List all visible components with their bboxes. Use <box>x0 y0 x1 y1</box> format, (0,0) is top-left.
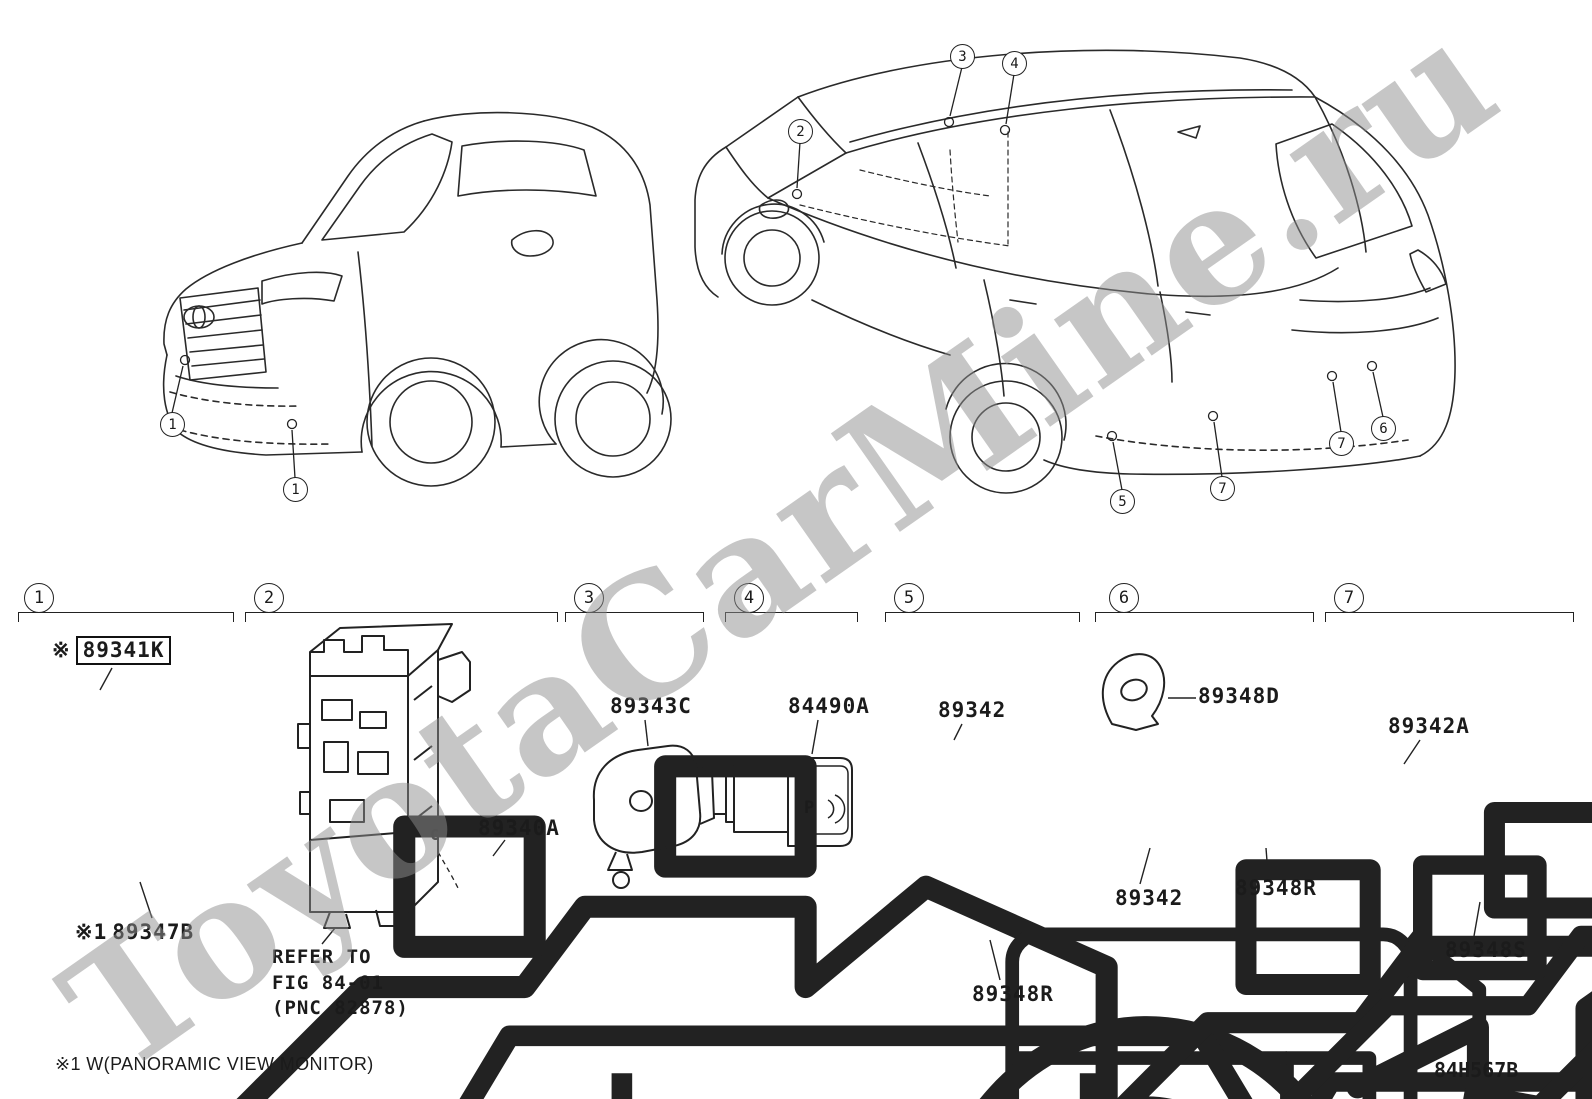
part-number-84490A: 84490A <box>788 694 870 718</box>
group2-number: 2 <box>254 583 284 613</box>
part-number-89343C: 89343C <box>610 694 692 718</box>
callout-number: 1 <box>168 416 177 433</box>
part-number-text: 89342 <box>938 698 1007 722</box>
front-vehicle-drawing <box>162 111 672 487</box>
part-number-text: 89340A <box>478 816 560 840</box>
reference-mark: ※1 <box>75 920 108 944</box>
group7-bracket <box>1325 612 1574 622</box>
parking-sonar-switch-icon: P <box>804 798 814 818</box>
callout-number: 5 <box>1118 493 1127 510</box>
group6-bracket <box>1095 612 1314 622</box>
callout-front-bumper-center: 1 <box>283 477 308 502</box>
callout-cabin-buzzer: 3 <box>950 44 975 69</box>
group4-bracket <box>725 612 858 622</box>
part-number-89348S: 89348S <box>1445 938 1527 962</box>
group7-number: 7 <box>1334 583 1364 613</box>
part-number-text: 89348S <box>1445 938 1527 962</box>
group6-number: 6 <box>1109 583 1139 613</box>
part-number-89340A: 89340A <box>478 816 560 840</box>
callout-rear-bumper-center-left: 7 <box>1210 476 1235 501</box>
refer-note-line2: FIG 84-01 <box>272 971 384 994</box>
group1-bracket <box>18 612 234 622</box>
refer-note-line3: (PNC 82878) <box>272 997 409 1020</box>
callout-rear-bumper-center-right: 7 <box>1329 431 1354 456</box>
group3-bracket <box>565 612 704 622</box>
part-number-text: 89347B <box>112 920 195 944</box>
panoramic-view-footnote: ※1 W(PANORAMIC VIEW MONITOR) <box>55 1054 374 1074</box>
group2-junction-box-drawing <box>297 623 471 929</box>
part-number-89348D: 89348D <box>1198 684 1280 708</box>
group1-number: 1 <box>24 583 54 613</box>
part-number-89342-g6: 89342 <box>1115 886 1183 910</box>
callout-number: 7 <box>1218 480 1227 497</box>
group5-number: 5 <box>894 583 924 613</box>
callout-number: 4 <box>1010 55 1019 72</box>
part-number-text: 84490A <box>788 694 870 718</box>
group6-bracket-drawing <box>1101 653 1166 731</box>
group-number-text: 5 <box>903 588 915 608</box>
part-number-89342-g5: 89342 <box>938 698 1006 722</box>
reference-mark: ※ <box>52 638 71 662</box>
group4-switch-drawing <box>725 757 853 847</box>
group-number-text: 3 <box>583 588 595 608</box>
callout-number: 6 <box>1379 420 1388 437</box>
callout-rear-bumper-corner: 6 <box>1371 416 1396 441</box>
part-number-text: 89342A <box>1388 714 1470 738</box>
group3-buzzer-drawing <box>592 744 727 889</box>
part-number-89342A: 89342A <box>1388 714 1470 738</box>
part-number-text: 89348D <box>1198 684 1280 708</box>
group3-number: 3 <box>574 583 604 613</box>
group-number-text: 7 <box>1343 588 1355 608</box>
group4-number: 4 <box>734 583 764 613</box>
group-number-text: 1 <box>33 588 45 608</box>
part-number-text: 89348R <box>1235 876 1317 900</box>
callout-number: 2 <box>796 123 805 140</box>
callout-leader-lines <box>171 66 1384 491</box>
part-number-text: 89341K <box>75 636 172 665</box>
switch-icon-letter: P <box>804 798 815 818</box>
part-number-89341K: ※89341K <box>52 636 172 665</box>
part-number-text: 89348R <box>972 982 1054 1006</box>
group-number-text: 4 <box>743 588 755 608</box>
part-number-89348R-g5: 89348R <box>972 982 1054 1006</box>
group5-bracket <box>885 612 1080 622</box>
group2-bracket <box>245 612 558 622</box>
part-number-text: 89342 <box>1115 886 1184 910</box>
figure-code: 84H567B <box>1434 1058 1519 1082</box>
rear-vehicle-drawing <box>694 49 1456 494</box>
callout-number: 1 <box>291 481 300 498</box>
callout-rear-bumper-left: 5 <box>1110 489 1135 514</box>
marking-text: C <box>430 826 440 844</box>
group-number-text: 2 <box>263 588 275 608</box>
callout-number: 7 <box>1337 435 1346 452</box>
callout-door-area: 2 <box>788 119 813 144</box>
callout-cabin-switch: 4 <box>1002 51 1027 76</box>
callout-front-bumper-corner: 1 <box>160 412 185 437</box>
refer-note: REFER TO FIG 84-01 (PNC 82878) <box>272 945 409 1022</box>
part-number-text: 89343C <box>610 694 692 718</box>
label-leader-lines <box>99 667 1481 981</box>
refer-note-line1: REFER TO <box>272 946 372 968</box>
group-number-text: 6 <box>1118 588 1130 608</box>
junction-box-marking: C <box>430 826 439 844</box>
callout-number: 3 <box>958 48 967 65</box>
part-number-89348R-g6: 89348R <box>1235 876 1317 900</box>
